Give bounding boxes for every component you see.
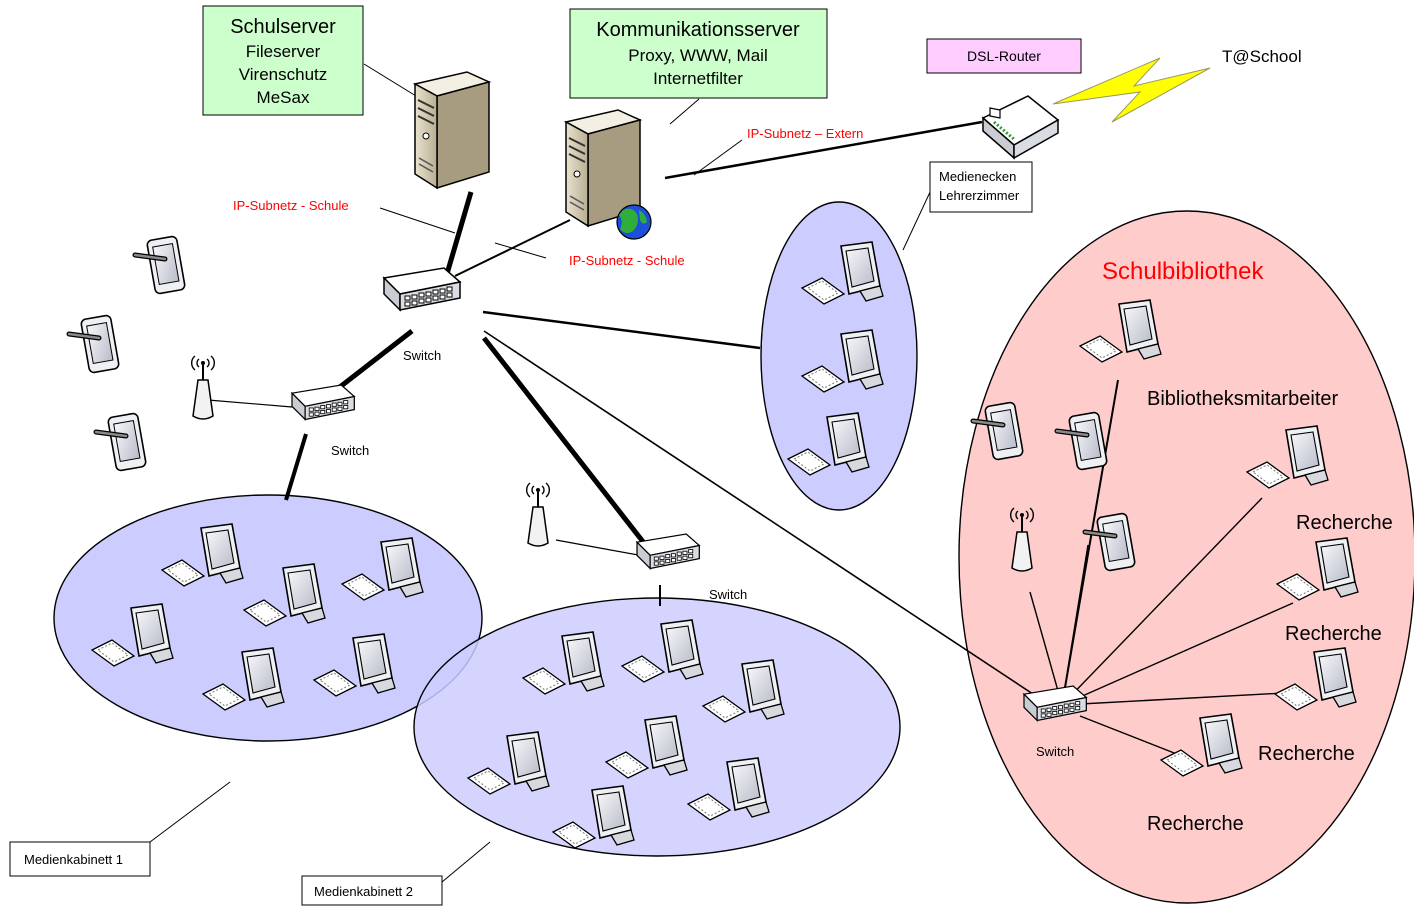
switch-left[interactable] xyxy=(291,384,355,421)
communication-server-tower[interactable] xyxy=(565,109,652,240)
globe-land xyxy=(619,208,638,234)
tablet-icon[interactable] xyxy=(96,413,146,471)
dsl-router-label: DSL-Router xyxy=(967,48,1041,64)
dsl-router-icon[interactable] xyxy=(981,95,1060,160)
switch-library-label: Switch xyxy=(1036,744,1074,759)
research-label: Recherche xyxy=(1258,743,1355,765)
zone-library xyxy=(958,210,1414,904)
research-label: Recherche xyxy=(1147,813,1244,835)
library-staff-label: Bibliotheksmitarbeiter xyxy=(1147,388,1339,410)
research-label: Recherche xyxy=(1285,623,1382,645)
cabinet-1-label: Medienkabinett 1 xyxy=(24,852,123,867)
dsl-router-box: DSL-Router xyxy=(926,38,1082,74)
internet-label: T@School xyxy=(1222,47,1302,66)
tablet-icon[interactable] xyxy=(69,315,119,373)
cabinet-2-box: Medienkabinett 2 xyxy=(301,875,443,906)
subnet-extern-label: IP-Subnetz – Extern xyxy=(747,126,863,141)
cabinet-1-box: Medienkabinett 1 xyxy=(9,841,151,877)
research-label: Recherche xyxy=(1296,512,1393,534)
communication-server-box: Kommunikationsserver Proxy, WWW, Mail In… xyxy=(569,8,828,99)
subnet-school-label-a: IP-Subnetz - Schule xyxy=(233,198,349,213)
switch-main[interactable] xyxy=(383,267,461,311)
media-corners-line-1: Medienecken xyxy=(939,169,1016,184)
access-point-left[interactable] xyxy=(190,355,216,420)
cabinet-2-label: Medienkabinett 2 xyxy=(314,884,413,899)
school-server-line-2: Virenschutz xyxy=(239,65,328,84)
switch-middle[interactable] xyxy=(636,533,700,570)
lightning-bolt-icon xyxy=(1052,57,1211,123)
communication-server-line-2: Internetfilter xyxy=(653,69,743,88)
school-server-box: Schulserver Fileserver Virenschutz MeSax xyxy=(202,5,364,116)
school-server-tower[interactable] xyxy=(414,71,490,189)
media-corners-box: Medienecken Lehrerzimmer xyxy=(929,161,1033,213)
library-title: Schulbibliothek xyxy=(1102,258,1264,285)
school-server-line-3: MeSax xyxy=(257,88,310,107)
switch-middle-label: Switch xyxy=(709,587,747,602)
communication-server-title: Kommunikationsserver xyxy=(596,19,800,41)
school-server-title: Schulserver xyxy=(230,16,336,38)
subnet-school-label-b: IP-Subnetz - Schule xyxy=(569,253,685,268)
network-links xyxy=(207,120,1304,761)
school-server-line-1: Fileserver xyxy=(246,42,321,61)
access-point-middle[interactable] xyxy=(525,482,551,547)
media-corners-line-2: Lehrerzimmer xyxy=(939,188,1020,203)
switch-left-label: Switch xyxy=(331,443,369,458)
tablet-icon[interactable] xyxy=(135,236,185,294)
switch-main-label: Switch xyxy=(403,348,441,363)
communication-server-line-1: Proxy, WWW, Mail xyxy=(628,46,767,65)
callout-lines xyxy=(149,63,932,883)
